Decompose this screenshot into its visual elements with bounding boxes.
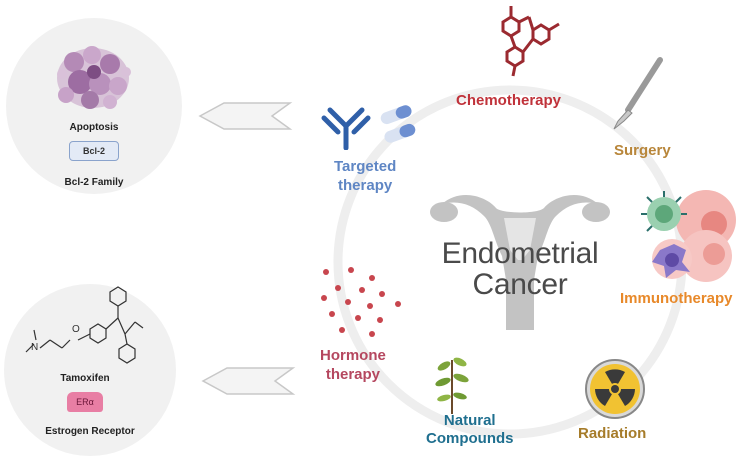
- chemotherapy-label: Chemotherapy: [456, 92, 562, 109]
- apoptosis-title: Apoptosis: [69, 122, 119, 133]
- bcl2-box: Bcl-2: [69, 141, 119, 161]
- targeted-line1: Targeted: [334, 158, 397, 175]
- surgery-label: Surgery: [614, 142, 671, 159]
- estrogen-receptor-label: Estrogen Receptor: [45, 426, 135, 437]
- chemical-structure-icon: [501, 6, 560, 77]
- arrow-left-icon: [201, 367, 296, 395]
- hormone-dots-icon: [321, 267, 401, 337]
- targeted-therapy-label: Targeted therapy: [334, 157, 396, 195]
- atom-o-label: O: [72, 324, 80, 335]
- uterus-icon: [430, 195, 610, 330]
- hormone-line2: therapy: [325, 366, 381, 383]
- center-title-line1: Endometrial: [441, 237, 599, 270]
- bcl2-box-label: Bcl-2: [82, 146, 105, 156]
- capsule-icon: [380, 105, 416, 143]
- radiation-icon: [585, 359, 645, 419]
- natural-line2: Compounds: [426, 430, 514, 447]
- immunotherapy-label: Immunotherapy: [620, 290, 733, 307]
- natural-compounds-label: Natural Compounds: [426, 412, 514, 448]
- center-title-line2: Cancer: [472, 268, 568, 301]
- era-badge-label: ERα: [76, 397, 94, 407]
- cell-cluster-icon: [57, 46, 131, 109]
- radiation-label: Radiation: [578, 425, 647, 442]
- atom-n-label: N: [31, 342, 39, 353]
- tamoxifen-structure-icon: [25, 286, 144, 364]
- immune-cells-icon: [641, 190, 736, 282]
- arrow-left-icon: [198, 102, 293, 130]
- hormone-therapy-label: Hormone therapy: [320, 346, 386, 384]
- receptor-icon: ERα: [67, 392, 103, 412]
- hormone-line1: Hormone: [320, 347, 386, 364]
- antibody-icon: [321, 107, 371, 150]
- scalpel-icon: [613, 57, 663, 130]
- tamoxifen-label: Tamoxifen: [60, 373, 110, 384]
- natural-line1: Natural: [443, 412, 496, 429]
- center-title: Endometrial Cancer: [405, 238, 635, 300]
- estrogen-panel-circle: [4, 284, 176, 456]
- plant-icon: [435, 357, 469, 414]
- targeted-line2: therapy: [338, 177, 393, 194]
- bcl2-family-label: Bcl-2 Family: [64, 177, 124, 188]
